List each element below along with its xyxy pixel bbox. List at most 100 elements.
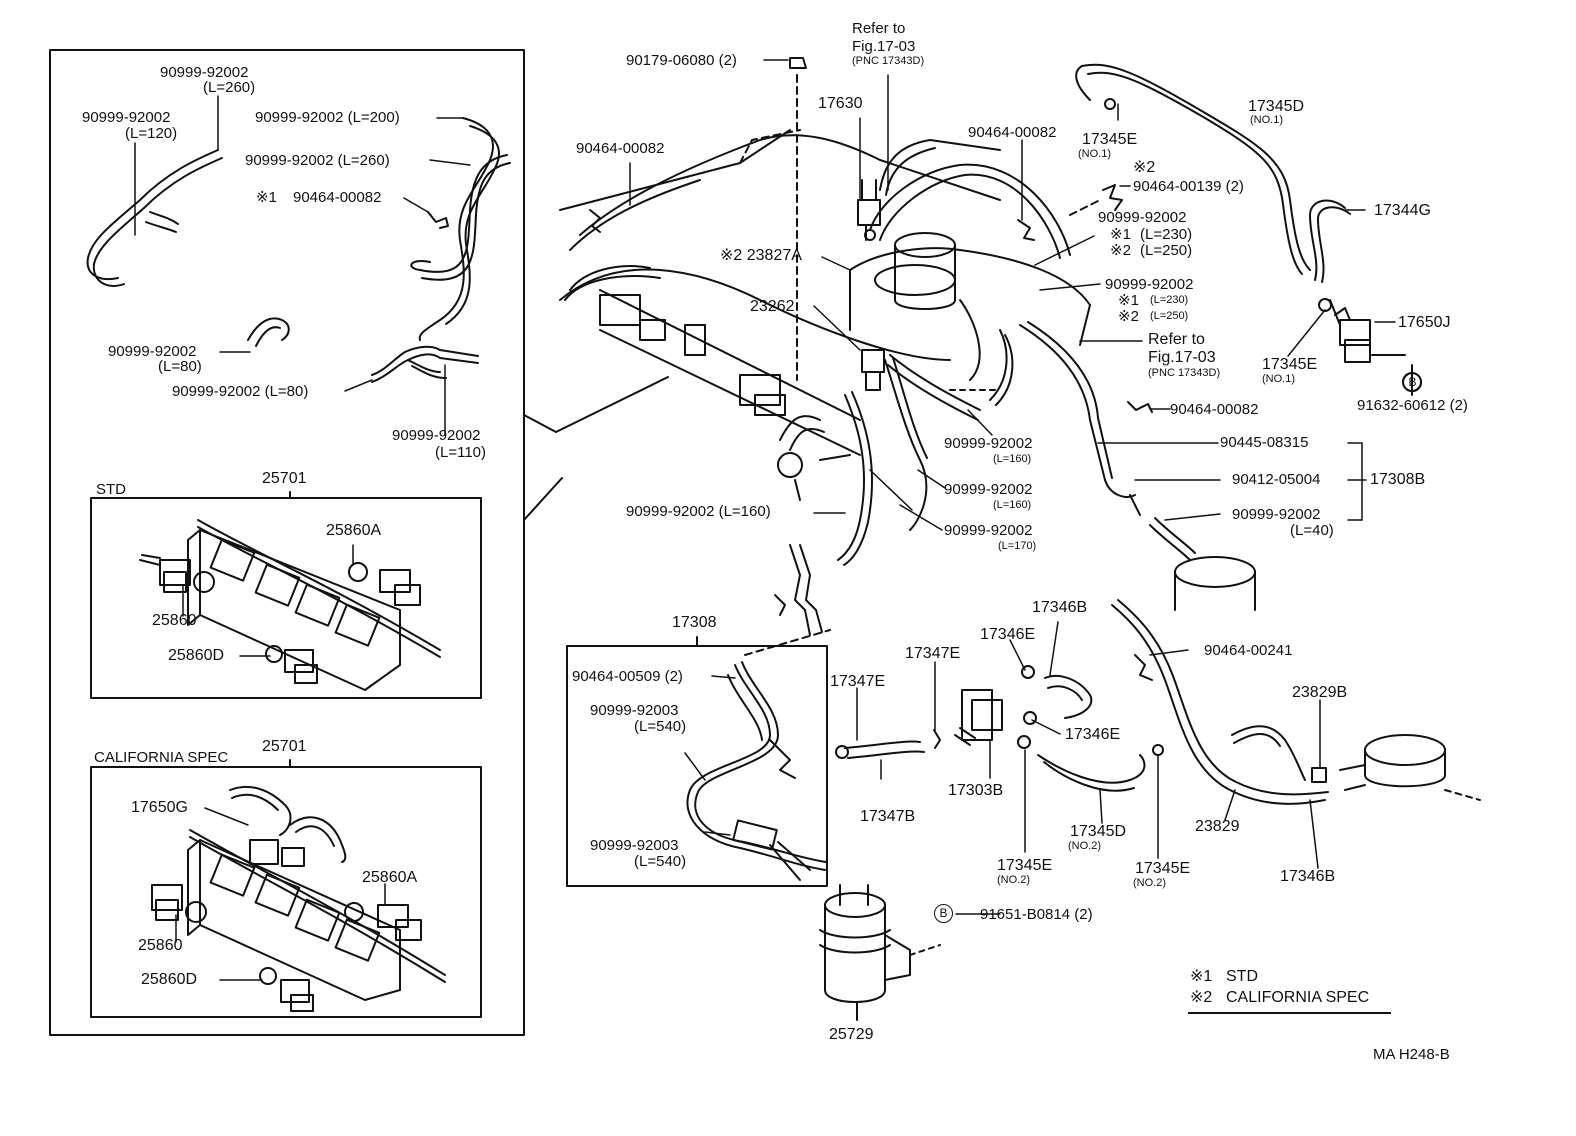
hose-230b-std-len: (L=230): [1150, 294, 1189, 306]
part-17346e-top: 17346E: [980, 626, 1036, 643]
hose-length-170: (L=170): [998, 540, 1037, 552]
part-17345d-lower: 17345D: [1070, 823, 1127, 840]
hose-label-40: 90999-92002: [1232, 506, 1321, 523]
hose-230-cal-mark: ※2: [1110, 242, 1131, 259]
box-17308: [566, 544, 831, 887]
std-title: STD: [96, 481, 126, 498]
std-box: [90, 491, 482, 699]
hose-label-l120: 90999-92002: [82, 109, 171, 126]
legend-underline: [1188, 1012, 1391, 1014]
hose-label-l80b: 90999-92002 (L=80): [172, 383, 309, 400]
california-part-25860d: 25860D: [141, 971, 198, 988]
hose-label-l260: 90999-92002: [160, 64, 249, 81]
part-90412-05004: 90412-05004: [1232, 471, 1321, 488]
filter-25729-drawing: [819, 884, 941, 1021]
part-17308b: 17308B: [1370, 471, 1426, 488]
part-17347b: 17347B: [860, 808, 916, 825]
engine-assembly-drawing: [559, 57, 1413, 611]
hose-length-540a: (L=540): [634, 718, 687, 735]
part-17303b: 17303B: [948, 782, 1004, 799]
part-17344g: 17344G: [1374, 202, 1431, 219]
std-part-25860a: 25860A: [326, 522, 382, 539]
hose-230-cal-len: (L=250): [1140, 242, 1193, 259]
part-17345d-top: 17345D: [1248, 98, 1305, 115]
circle-b-marker-filter: B: [934, 904, 953, 923]
part-17345e-right-no: (NO.1): [1262, 373, 1295, 385]
hose-label-540b: 90999-92003: [590, 837, 679, 854]
california-title: CALIFORNIA SPEC: [94, 749, 229, 766]
refer-top-line3: (PNC 17343D): [852, 55, 925, 67]
part-17345d-top-no: (NO.1): [1250, 114, 1283, 126]
hose-230-std-len: (L=230): [1140, 226, 1193, 243]
left-panel-frame: [49, 49, 669, 1036]
refer-right-line3: (PNC 17343D): [1148, 367, 1221, 379]
std-part-25860: 25860: [152, 612, 197, 629]
part-90445-08315: 90445-08315: [1220, 434, 1309, 451]
clamp-label-241: 90464-00241: [1204, 642, 1293, 659]
hose-l110-drawing: [371, 345, 479, 383]
hose-label-l200: 90999-92002 (L=200): [255, 109, 400, 126]
clamp-label-left: 90464-00082: [293, 189, 382, 206]
hose-l260b-drawing: [410, 154, 511, 281]
refer-top-line1: Refer to: [852, 20, 906, 37]
refer-top-line2: Fig.17-03: [852, 38, 916, 55]
hose-l120-drawing: [86, 149, 223, 287]
hose-label-540a: 90999-92003: [590, 702, 679, 719]
california-box: [90, 759, 482, 1018]
refer-right-line1: Refer to: [1148, 331, 1205, 348]
std-part-25860d: 25860D: [168, 647, 225, 664]
clamp-std-mark: ※1: [256, 189, 277, 206]
hose-label-l110: 90999-92002: [392, 427, 481, 444]
part-17346b-lower: 17346B: [1280, 868, 1336, 885]
hose-label-160a: 90999-92002: [944, 435, 1033, 452]
legend-mark-1: ※1: [1190, 968, 1213, 985]
hose-label-160c: 90999-92002 (L=160): [626, 503, 771, 520]
figure-code: MA H248-B: [1373, 1046, 1450, 1063]
legend-value-2: CALIFORNIA SPEC: [1226, 989, 1370, 1006]
hose-label-160b: 90999-92002: [944, 481, 1033, 498]
hose-length-l120: (L=120): [125, 125, 178, 142]
hose-l200-drawing: [418, 117, 500, 341]
hose-label-l260b: 90999-92002 (L=260): [245, 152, 390, 169]
hose-230b-cal-len: (L=250): [1150, 310, 1189, 322]
part-17630: 17630: [818, 95, 863, 112]
part-17347e-b: 17347E: [905, 645, 961, 662]
legend-mark-2: ※2: [1190, 989, 1213, 1006]
hose-length-160b: (L=160): [993, 499, 1032, 511]
hose-230b-cal-mark: ※2: [1118, 308, 1139, 325]
hose-length-40: (L=40): [1290, 522, 1334, 539]
california-assy-number: 25701: [262, 738, 307, 755]
clamp-139-label: 90464-00139 (2): [1133, 178, 1244, 195]
part-25729: 25729: [829, 1026, 874, 1043]
hose-230-std-mark: ※1: [1110, 226, 1131, 243]
nut-label: 90179-06080 (2): [626, 52, 737, 69]
part-17650j: 17650J: [1398, 314, 1451, 331]
clamp-label-82b: 90464-00082: [968, 124, 1057, 141]
hose-length-l80a: (L=80): [158, 358, 202, 375]
part-17345e-lower-a: 17345E: [997, 857, 1053, 874]
part-17347e-a: 17347E: [830, 673, 886, 690]
hose-label-230: 90999-92002: [1098, 209, 1187, 226]
california-part-17650g: 17650G: [131, 799, 188, 816]
hose-length-l110: (L=110): [435, 444, 487, 461]
part-17345e-top: 17345E: [1082, 131, 1138, 148]
part-17346e-lower: 17346E: [1065, 726, 1121, 743]
clamp-label-82a: 90464-00082: [576, 140, 665, 157]
lower-right-drawing: [835, 372, 1481, 805]
refer-right-line2: Fig.17-03: [1148, 349, 1216, 366]
hose-label-l80a: 90999-92002: [108, 343, 197, 360]
california-part-25860a: 25860A: [362, 869, 418, 886]
hose-label-230b: 90999-92002: [1105, 276, 1194, 293]
part-17345e-lower-b: 17345E: [1135, 860, 1191, 877]
clamp-label-82c: 90464-00082: [1170, 401, 1259, 418]
bolt-label-right: 91632-60612 (2): [1357, 397, 1468, 414]
part-23829b: 23829B: [1292, 684, 1348, 701]
part-17308: 17308: [672, 614, 717, 631]
part-23262: 23262: [750, 298, 795, 315]
part-17346b-top: 17346B: [1032, 599, 1088, 616]
clip-label-509: 90464-00509 (2): [572, 668, 683, 685]
part-17345d-lower-no: (NO.2): [1068, 840, 1101, 852]
part-17345e-lower-a-no: (NO.2): [997, 874, 1030, 886]
part-17345e-top-no: (NO.1): [1078, 148, 1111, 160]
